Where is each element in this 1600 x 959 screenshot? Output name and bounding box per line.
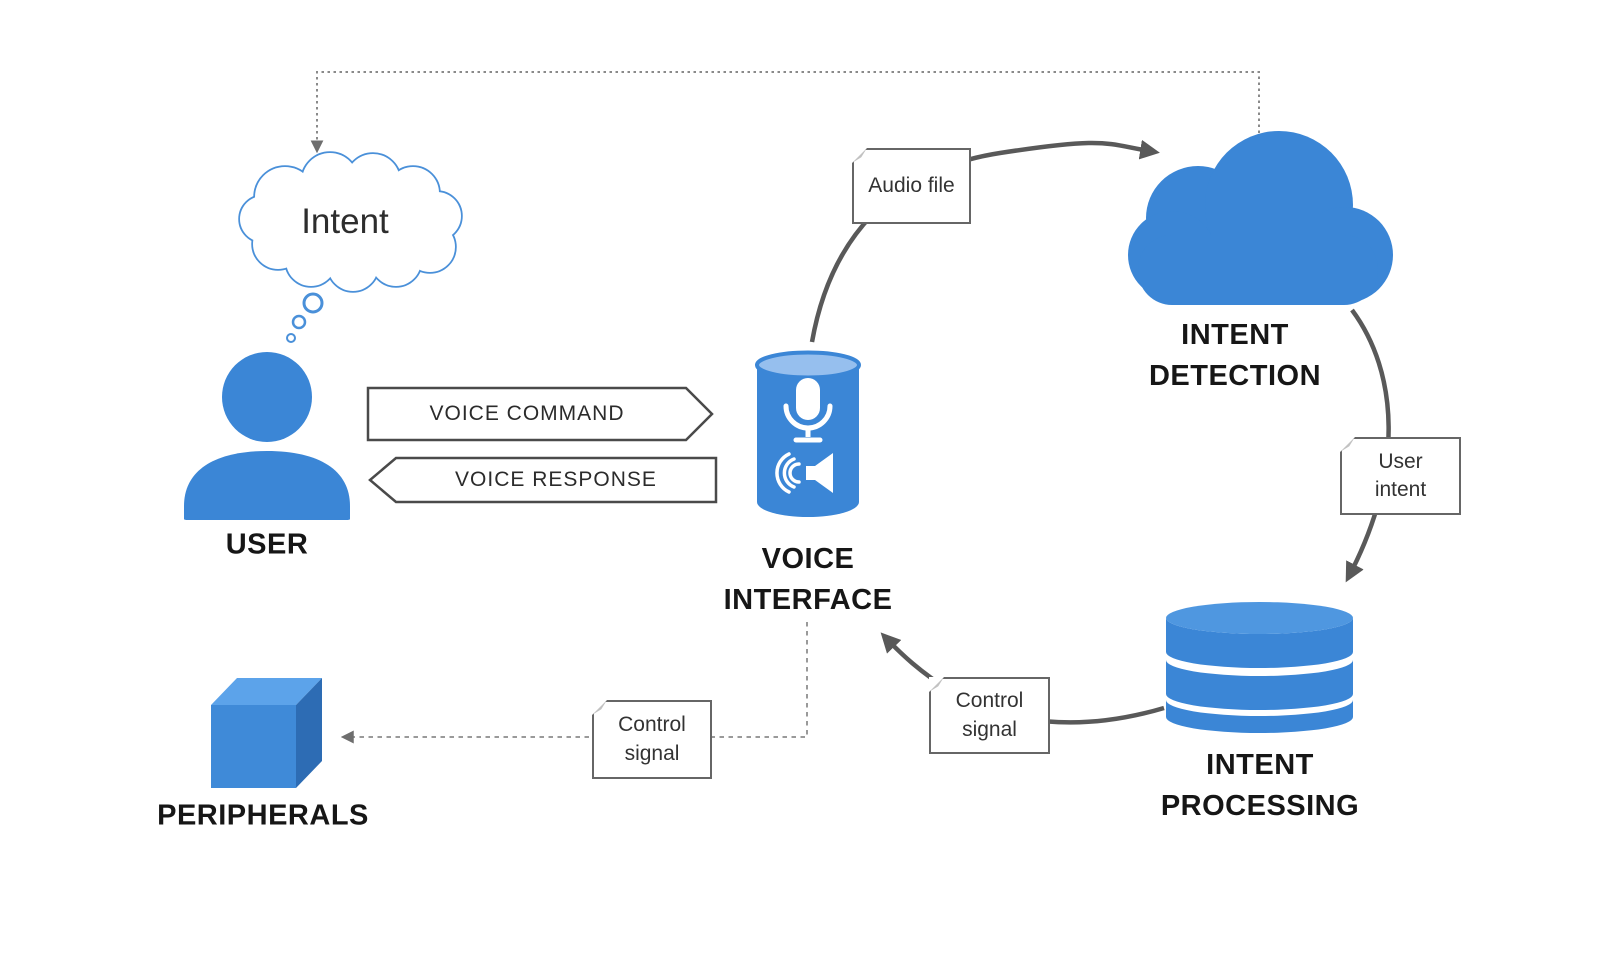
- peripherals-node-label: PERIPHERALS: [157, 799, 369, 832]
- feedback-dotted-connector: [310, 71, 1260, 154]
- voice-response-banner-shape: [368, 456, 718, 504]
- user-node-label: USER: [225, 528, 309, 561]
- voice-response-banner-label: VOICE RESPONSE: [455, 468, 657, 491]
- thought-bubble-icon: [238, 151, 463, 343]
- intent-thought-label: Intent: [301, 202, 389, 241]
- voice-command-banner-label: VOICE COMMAND: [429, 402, 625, 425]
- cube-icon: [211, 678, 322, 788]
- intent-processing-node-label: INTENT PROCESSING: [1160, 748, 1360, 822]
- note-audio-file-text: Audio file: [868, 173, 955, 197]
- note-user-intent-text: User intent: [1374, 449, 1427, 501]
- intent-detection-node-label: INTENT DETECTION: [1148, 318, 1322, 392]
- note-control-signal-left-text: Control signal: [618, 713, 686, 765]
- person-icon: [184, 352, 350, 520]
- voice-command-banner-shape: [366, 386, 714, 442]
- voice-interface-node-label: VOICE INTERFACE: [723, 542, 893, 616]
- note-control-signal-right: Control signal: [929, 677, 1050, 754]
- cloud-icon: [1128, 131, 1393, 305]
- note-control-signal-right-text: Control signal: [955, 689, 1024, 741]
- note-audio-file: Audio file: [852, 148, 971, 224]
- database-icon: [1166, 602, 1353, 733]
- microphone-icon: [783, 378, 833, 443]
- audio-file-connector-arrow: [809, 139, 1160, 343]
- control-signal-dashed-connector: [340, 622, 808, 744]
- speaker-waves-icon: [775, 452, 833, 494]
- note-control-signal-left: Control signal: [592, 700, 712, 779]
- smart-speaker-cylinder-icon: [755, 350, 861, 517]
- note-user-intent: User intent: [1340, 437, 1461, 515]
- user-intent-connector-arrow: [1345, 308, 1391, 583]
